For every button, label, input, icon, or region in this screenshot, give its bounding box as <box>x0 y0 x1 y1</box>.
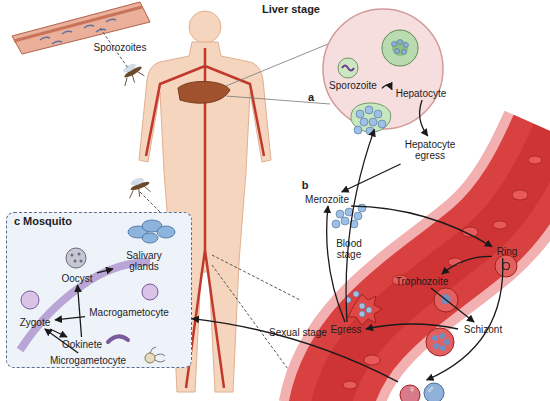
merozoite-dots <box>392 40 409 55</box>
flow-arrow <box>50 329 67 337</box>
flow-arrow <box>431 288 474 322</box>
mosquito-panel: MosquitoSalivary glandsOocystMacrogameto… <box>6 212 192 368</box>
gametocyte-cell <box>424 383 444 401</box>
node-label: ♀ <box>408 384 416 395</box>
schizont-cell <box>426 328 454 356</box>
node-label: Schizont <box>464 324 502 335</box>
flow-arrow <box>351 206 492 247</box>
sporozoite-worms <box>40 19 116 44</box>
blood-vessel <box>330 132 550 401</box>
node-label: Sporozoites <box>94 42 147 53</box>
liver-organ <box>178 81 230 103</box>
mosquito-icon <box>124 175 153 200</box>
salivary-gland: Salivary glands <box>113 247 175 275</box>
flow-arrow <box>420 100 428 136</box>
flow-arrow <box>346 129 374 322</box>
node-label: Mosquito <box>23 216 72 227</box>
node-label: Microgametocyte <box>50 355 126 366</box>
stage-note: Blood stage <box>326 238 372 260</box>
flagella <box>150 347 165 362</box>
sporozoite-cell: Sporozoite <box>324 78 382 92</box>
head <box>189 11 221 43</box>
mosquito-icon <box>117 60 147 88</box>
node-label: Hepatocyte egress <box>398 139 462 161</box>
node-label: Hepatocyte <box>396 88 447 99</box>
salivary-gland-lobes <box>128 220 175 243</box>
flow-arrow <box>342 164 401 192</box>
edge-label: Sexual stage <box>269 326 327 337</box>
node-label: Merozoite <box>305 194 349 205</box>
schizont-cell: Schizont <box>458 322 508 336</box>
oocyst-cell: Oocyst <box>57 271 97 285</box>
egress-cluster: Hepatocyte egress <box>398 136 462 164</box>
skin-section <box>12 2 150 54</box>
macrogametocyte-cell <box>142 284 158 300</box>
trophozoite-cell: Trophozoite <box>390 274 454 288</box>
sporozoite-tube <box>12 2 150 54</box>
ring-cell <box>495 255 517 277</box>
zygote-cell <box>21 291 39 309</box>
microgametocyte-cell: Microgametocyte <box>43 353 133 367</box>
node-label: Trophozoite <box>396 276 448 287</box>
node-label: Sporozoite <box>329 80 377 91</box>
flow-arrow <box>366 324 458 329</box>
node-label: Macrogametocyte <box>89 307 168 318</box>
merozoite-cluster: Merozoite <box>298 192 356 206</box>
node-label: Egress <box>330 324 361 335</box>
sporozoite-tube-node: Sporozoites <box>80 40 160 54</box>
egress-cell: Egress <box>326 322 366 336</box>
midgut-wall <box>20 262 150 350</box>
vessel-wall <box>14 7 142 41</box>
gametocyte-pair: ♀♂ <box>398 380 444 398</box>
node-label: Ookinete <box>62 339 102 350</box>
mosquito-icons <box>117 60 153 200</box>
red-blood-cells <box>343 156 542 389</box>
egress-merozoites <box>345 291 372 317</box>
mosquito-panel-fill <box>6 212 192 368</box>
microgametocyte-cell <box>145 353 155 363</box>
panel-letter: b <box>300 180 310 191</box>
ookinete-cell <box>108 336 128 342</box>
node-label: Zygote <box>20 317 51 328</box>
infected-cell <box>338 58 358 78</box>
node-label: Liver stage <box>248 4 320 15</box>
oocyst-dots <box>71 253 83 263</box>
flow-arrow <box>382 85 392 90</box>
flow-arrow <box>327 206 345 322</box>
nucleus <box>392 40 408 56</box>
ring-cell: Ring <box>492 244 522 258</box>
zygote-cell: Zygote <box>15 315 55 329</box>
sporozoite-shape <box>342 66 354 71</box>
hepatocyte-cell <box>382 30 418 66</box>
panel-letter: a <box>306 92 316 103</box>
flow-arrow <box>97 269 113 273</box>
blood-stage-cells <box>345 255 517 401</box>
flow-arrow <box>78 285 82 337</box>
egress-burst <box>348 294 382 325</box>
mosquito-stage-art <box>6 212 192 368</box>
ookinete-cell: Ookinete <box>57 337 107 351</box>
ring-parasite <box>503 263 510 270</box>
macrogametocyte-cell: Macrogametocyte <box>85 305 173 319</box>
merozoite-cluster <box>332 204 366 228</box>
trophozoite-cell <box>434 288 458 312</box>
node-label: ♂ <box>426 384 434 395</box>
flow-arrow <box>55 317 85 320</box>
flow-arrow <box>192 319 398 382</box>
panel-letter: c <box>12 216 22 227</box>
node-label: Ring <box>497 246 518 257</box>
node-label: Oocyst <box>61 273 92 284</box>
node-label: Salivary glands <box>113 250 175 272</box>
hepatocyte-egress-cluster <box>351 103 391 135</box>
flow-arrow <box>442 256 492 274</box>
schizont-merozoites <box>432 333 450 351</box>
oocyst-cell <box>66 248 86 268</box>
trophozoite-parasite <box>441 294 451 304</box>
liver-stage-circle: Liver stageSporozoiteHepatocyte <box>322 8 444 130</box>
hepatocyte-cell: Hepatocyte <box>392 86 450 100</box>
